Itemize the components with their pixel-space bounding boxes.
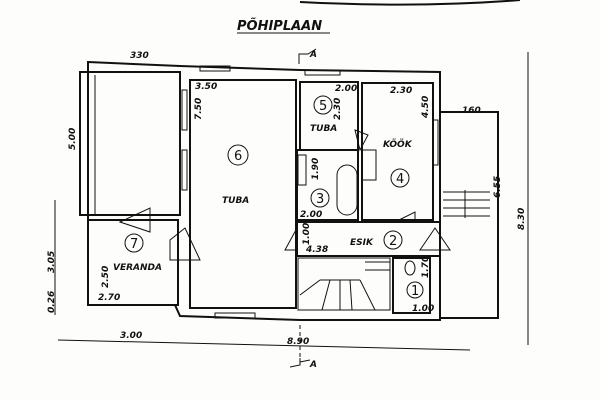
room-6-walls: [189, 79, 297, 309]
section-marker-top: A: [298, 48, 317, 64]
dim-bottom-left: 3.00: [120, 331, 142, 341]
svg-text:KÖÖK: KÖÖK: [383, 139, 413, 150]
dim-left-upper: 5.00: [68, 128, 78, 150]
stove: [361, 149, 377, 181]
svg-text:TUBA: TUBA: [310, 124, 337, 134]
room-1: 1: [406, 281, 424, 299]
svg-text:3: 3: [316, 192, 324, 207]
dim-wc-depth: 1.70: [421, 256, 431, 278]
dim-porch-width: 160: [462, 106, 481, 116]
dim-kitchen-width: 2.30: [390, 86, 412, 96]
dim-room6-depth: 7.50: [194, 98, 204, 120]
svg-text:VERANDA: VERANDA: [113, 263, 162, 273]
bathtub: [336, 164, 358, 216]
sink: [297, 154, 307, 186]
svg-text:5: 5: [319, 99, 327, 114]
dim-wc-width: 1.00: [412, 304, 434, 314]
left-terrace: [79, 71, 181, 216]
svg-text:6: 6: [234, 149, 242, 164]
dim-total-depth: 8.30: [517, 208, 527, 230]
dim-porch-depth: 6.55: [493, 176, 503, 198]
svg-text:A: A: [309, 50, 317, 60]
dim-veranda-width: 2.70: [98, 293, 120, 303]
dimension-lines: [54, 52, 529, 351]
bath-walls: [296, 149, 359, 221]
dim-left-lower: 3.05: [47, 251, 57, 273]
dim-hall-width: 4.38: [305, 245, 328, 255]
walls: [79, 60, 499, 321]
svg-text:1: 1: [411, 284, 419, 299]
dim-bath-depth: 1.90: [311, 158, 321, 180]
svg-text:2: 2: [389, 234, 397, 249]
dim-bath-width: 2.00: [300, 210, 322, 220]
room-4: KÖÖK 4: [383, 139, 413, 188]
porch: [439, 111, 499, 319]
dim-room6-width: 3.50: [195, 82, 217, 92]
dim-kitchen-depth: 4.50: [421, 96, 431, 119]
outdoor-steps: [443, 190, 490, 218]
staircase: [297, 257, 391, 311]
section-marker-bottom: A: [289, 325, 317, 370]
wc-walls: [392, 257, 431, 314]
room-3: 3: [310, 188, 330, 208]
room-6: 6 TUBA: [222, 144, 249, 206]
dim-top-left: 330: [130, 51, 149, 61]
svg-text:A: A: [309, 360, 317, 370]
dim-bottom-total: 8.90: [287, 337, 309, 347]
top-arc: [299, 0, 521, 6]
svg-text:ESIK: ESIK: [350, 238, 374, 248]
veranda-walls: [87, 219, 179, 306]
dim-hall-depth: 1.00: [302, 223, 312, 245]
dim-left-small: 0.26: [47, 291, 57, 313]
dim-room5-width: 2.00: [335, 84, 357, 94]
svg-text:TUBA: TUBA: [222, 196, 249, 206]
dim-veranda-depth: 2.50: [101, 266, 111, 288]
room-7: 7 VERANDA: [113, 233, 162, 273]
plan-title: PÕHIPLAAN: [237, 18, 322, 34]
room-5: 5 TUBA: [310, 95, 337, 134]
svg-text:4: 4: [396, 172, 404, 187]
toilet: [404, 260, 416, 276]
dim-room5-depth: 2.30: [333, 98, 343, 120]
svg-text:7: 7: [130, 237, 138, 252]
room-2: ESIK 2: [350, 230, 403, 250]
